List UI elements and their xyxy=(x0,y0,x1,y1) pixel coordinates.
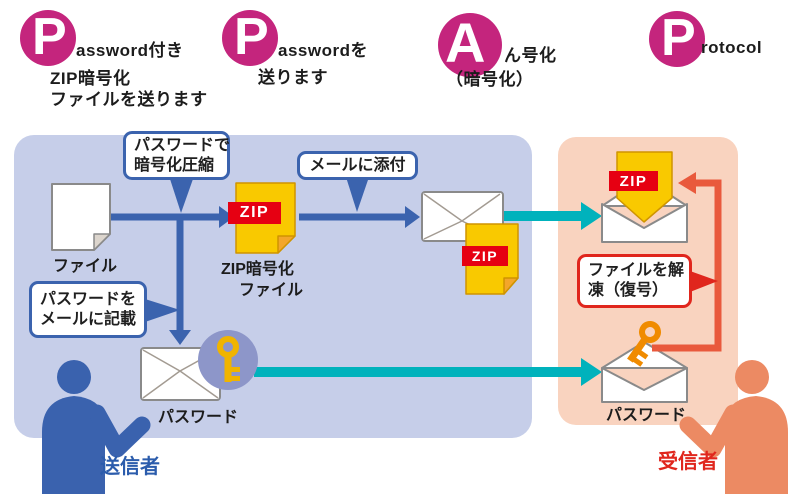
receiver-label: 受信者 xyxy=(658,451,718,473)
zip-badge-received: ZIP xyxy=(609,171,658,191)
header-item4-line1: rotocol xyxy=(701,38,763,57)
arrow-file-to-zip xyxy=(110,206,234,228)
callout-encrypt: パスワードで 暗号化圧縮 xyxy=(123,131,230,180)
callout-encrypt-line2: 暗号化圧縮 xyxy=(134,156,215,174)
callout-password-mail-line1: パスワードを xyxy=(40,290,137,308)
header-item3-line1: ん号化 xyxy=(504,46,557,65)
arrow-zip-to-mail xyxy=(299,206,420,228)
sender-label: 送信者 xyxy=(100,456,160,478)
receiver-key-icon xyxy=(627,321,661,367)
ppap-initial-4: P xyxy=(661,11,696,67)
header-item1-line1: assword付き xyxy=(76,41,184,60)
callout-attach-text: メールに添付 xyxy=(309,156,406,174)
callout-password-mail-line2: メールに記載 xyxy=(40,310,137,328)
pointer-decrypt-callout xyxy=(690,271,718,292)
header-item2-line2: 送ります xyxy=(258,68,328,87)
receiver-password-label: パスワード xyxy=(606,407,687,424)
pointer-attach-callout xyxy=(346,177,369,212)
receiver-person xyxy=(679,360,788,494)
header-item1-line3: ファイルを送ります xyxy=(50,90,208,109)
key-circle-icon xyxy=(198,330,258,390)
arrow-password-transfer xyxy=(254,358,602,386)
ppap-initial-3: A xyxy=(445,13,486,74)
file-icon xyxy=(51,183,111,251)
zip-badge-file: ZIP xyxy=(228,202,281,224)
zip-badge-attachment: ZIP xyxy=(462,246,508,266)
pointer-password-callout xyxy=(145,299,180,322)
ppap-initial-1: P xyxy=(32,10,67,66)
arrow-decrypt-loop xyxy=(652,172,722,352)
sender-password-label: パスワード xyxy=(158,409,239,426)
pointer-encrypt-callout xyxy=(170,179,193,213)
callout-decrypt-line1: ファイルを解 xyxy=(588,262,685,279)
callout-attach: メールに添付 xyxy=(297,151,418,180)
header-item3-line2: （暗号化） xyxy=(446,70,534,89)
ppap-initial-2: P xyxy=(234,10,269,66)
callout-password-mail: パスワードを メールに記載 xyxy=(29,281,147,338)
ppap-circle-4: P xyxy=(649,11,705,67)
zip-file-label-line2: ファイル xyxy=(239,282,304,299)
ppap-circle-1: P xyxy=(20,10,76,66)
ppap-circle-3: A xyxy=(438,13,502,77)
callout-decrypt-line2: 凍（復号） xyxy=(588,282,669,299)
header-item2-line1: asswordを xyxy=(278,41,368,60)
received-zip-envelope-icon xyxy=(601,151,688,243)
ppap-circle-2: P xyxy=(222,10,278,66)
arrow-branch-to-password xyxy=(169,214,191,345)
zip-file-label-line1: ZIP暗号化 xyxy=(221,261,294,278)
received-password-envelope-icon xyxy=(601,321,688,403)
callout-decrypt: ファイルを解 凍（復号） xyxy=(577,254,692,308)
arrow-mail-transfer xyxy=(498,202,602,230)
callout-encrypt-line1: パスワードで xyxy=(134,136,231,154)
header-item1-line2: ZIP暗号化 xyxy=(50,69,131,88)
file-label: ファイル xyxy=(53,258,118,275)
sender-person xyxy=(42,360,151,494)
